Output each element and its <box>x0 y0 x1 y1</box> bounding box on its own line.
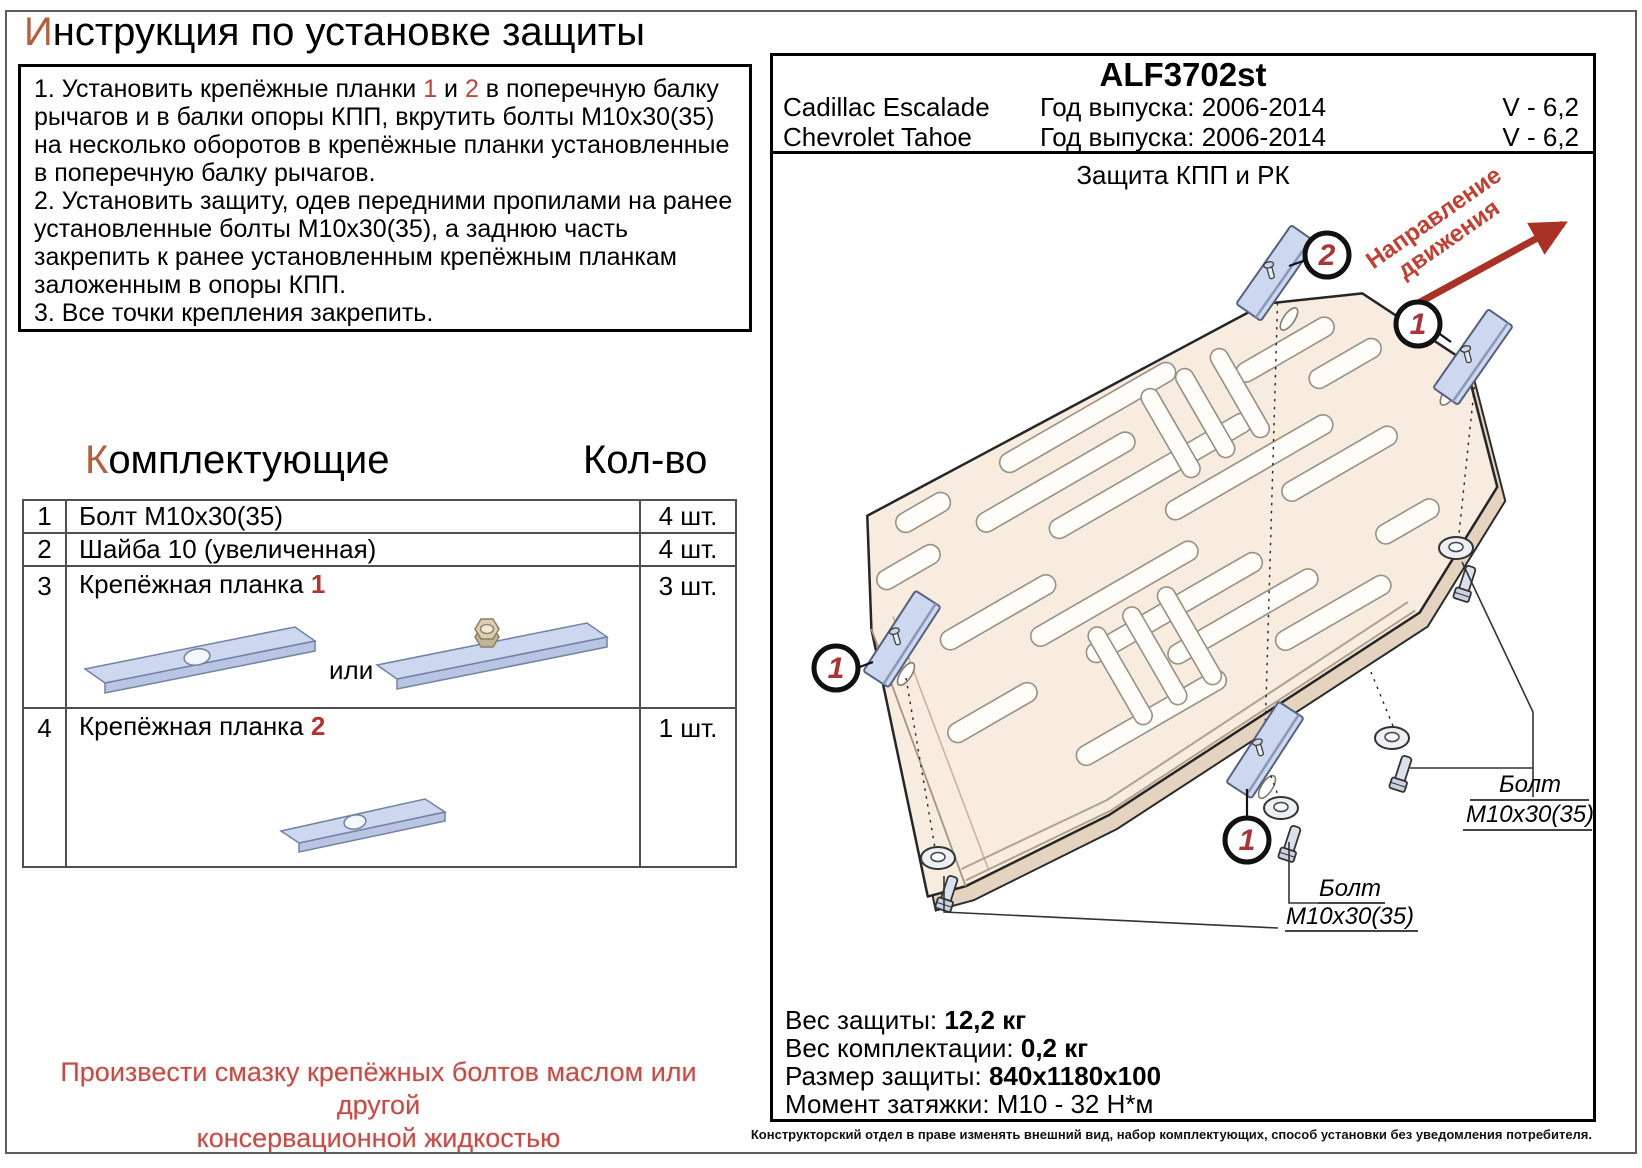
bolt-label-line1: Болт <box>1499 771 1561 798</box>
bolt-label-line1: Болт <box>1319 875 1381 902</box>
label-leader-lines <box>943 561 1534 929</box>
part-number: 3 <box>22 565 67 709</box>
part-name: Крепёжная планка <box>79 711 311 741</box>
parts-section-title: Комплектующие <box>85 438 390 483</box>
part-name-ref: 1 <box>310 569 326 599</box>
parts-title-accent-letter: К <box>85 438 109 482</box>
part-name-cell: Крепёжная планка 2 <box>65 707 641 868</box>
bolt-label-bottom: Болт М10х30(35) <box>1285 875 1418 932</box>
assembly-axis-lines <box>905 286 1477 849</box>
specs-block: Вес защиты: 12,2 кг Вес комплектации: 0,… <box>785 1006 1161 1118</box>
part-qty: 3 шт. <box>639 565 737 709</box>
product-code: ALF3702st <box>1099 56 1267 93</box>
step-1: 1. Установить крепёжные планки 1 и 2 в п… <box>34 75 736 187</box>
spec-line: Вес защиты: 12,2 кг <box>785 1006 1161 1034</box>
page-title: Инструкция по установке защиты <box>24 10 645 55</box>
page-border <box>5 10 1637 1154</box>
callout-number: 1 <box>1410 308 1427 341</box>
step-2-text: 2. Установить защиту, одев передними про… <box>34 187 733 299</box>
drawing-title: Защита КПП и РК <box>1076 160 1290 190</box>
vehicle-engine: V - 6,2 <box>1502 92 1579 122</box>
vehicle-engine: V - 6,2 <box>1502 122 1579 152</box>
table-row: 4 Крепёжная планка 2 1 шт. <box>22 707 737 868</box>
spec-label: Момент затяжки: <box>785 1089 997 1119</box>
callout-connectors <box>856 258 1452 819</box>
or-label: или <box>329 655 374 685</box>
manufacturer-disclaimer: Конструкторский отдел в праве изменять в… <box>750 1127 1592 1142</box>
step-1-ref-2: 2 <box>464 75 479 103</box>
vehicle-years: Год выпуска: 2006-2014 <box>1039 92 1327 122</box>
vehicle-model: Cadillac Escalade <box>783 92 990 122</box>
product-panel: ALF3702st Cadillac Escalade Год выпуска:… <box>770 53 1596 1122</box>
step-3: 3. Все точки крепления закрепить. <box>34 299 736 327</box>
callout-badge-strap1-top: 1 <box>1393 299 1443 349</box>
bolt-washer-assembly <box>1263 796 1305 864</box>
part-name-cell: Крепёжная планка 1 или <box>65 565 641 709</box>
spec-value: 840x1180x100 <box>988 1061 1162 1091</box>
callout-badge-strap1-bottom: 1 <box>1222 815 1272 865</box>
installation-steps-box: 1. Установить крепёжные планки 1 и 2 в п… <box>18 64 752 332</box>
spec-value: 12,2 кг <box>944 1005 1027 1035</box>
part-name: Шайба 10 (увеличенная) <box>65 532 641 567</box>
parts-title-text: омплектующие <box>108 438 390 482</box>
step-3-text: 3. Все точки крепления закрепить. <box>34 299 434 327</box>
mounting-plate-1-nut-image <box>375 618 609 690</box>
step-1-text: и <box>437 75 465 103</box>
part-number: 4 <box>22 707 67 868</box>
vent-slots <box>876 316 1440 767</box>
part-name: Болт М10х30(35) <box>65 499 641 534</box>
callout-number: 2 <box>1318 239 1336 272</box>
callout-number: 1 <box>1239 824 1256 857</box>
bolt-label-right: Болт М10х30(35) <box>1463 771 1593 831</box>
callout-number: 1 <box>828 652 845 685</box>
bolt-label-line2: М10х30(35) <box>1286 903 1414 930</box>
spec-line: Момент затяжки: М10 - 32 Н*м <box>785 1090 1161 1118</box>
step-1-ref-1: 1 <box>423 75 438 103</box>
table-row: 3 Крепёжная планка 1 <box>22 565 737 709</box>
warning-line: Произвести смазку крепёжных болтов масло… <box>60 1057 697 1120</box>
title-text: нструкция по установке защиты <box>52 10 645 54</box>
callout-badge-strap2: 2 <box>1302 230 1352 280</box>
table-row: 2 Шайба 10 (увеличенная) 4 шт. <box>22 532 737 567</box>
header-divider <box>773 151 1593 154</box>
parts-table: 1 Болт М10х30(35) 4 шт. 2 Шайба 10 (увел… <box>22 499 737 868</box>
step-1-text: 1. Установить крепёжные планки <box>34 75 424 103</box>
vehicle-years: Год выпуска: 2006-2014 <box>1039 122 1327 152</box>
bolt-washer-assembly <box>1374 726 1416 794</box>
part-name-ref: 2 <box>310 711 326 741</box>
installation-diagram: Направление движения <box>811 162 1593 932</box>
callout-badge-strap1-left: 1 <box>811 643 861 693</box>
part-number: 1 <box>22 499 67 534</box>
part-name: Крепёжная планка <box>79 569 311 599</box>
spec-value: 0,2 кг <box>1020 1033 1089 1063</box>
warning-line: консервационной жидкостью <box>196 1123 561 1153</box>
spec-label: Размер защиты: <box>785 1061 989 1091</box>
bolt-label-line2: М10х30(35) <box>1466 801 1593 828</box>
mounting-plate-1-image <box>83 626 317 694</box>
table-row: 1 Болт М10х30(35) 4 шт. <box>22 499 737 534</box>
lubrication-warning: Произвести смазку крепёжных болтов масло… <box>22 1056 735 1155</box>
qty-column-header: Кол-во <box>583 438 708 482</box>
part-qty: 4 шт. <box>639 532 737 567</box>
weld-nut-icon <box>474 618 500 648</box>
spec-line: Размер защиты: 840x1180x100 <box>785 1062 1161 1090</box>
direction-of-travel-arrow: Направление движения <box>1361 162 1568 310</box>
part-qty: 4 шт. <box>639 499 737 534</box>
spec-label: Вес комплектации: <box>785 1033 1021 1063</box>
step-2: 2. Установить защиту, одев передними про… <box>34 187 736 299</box>
spec-label: Вес защиты: <box>785 1005 945 1035</box>
spec-line: Вес комплектации: 0,2 кг <box>785 1034 1161 1062</box>
title-accent-letter: И <box>24 10 53 54</box>
skid-plate <box>866 292 1507 912</box>
part-number: 2 <box>22 532 67 567</box>
spec-value: М10 - 32 Н*м <box>996 1089 1154 1119</box>
part-qty: 1 шт. <box>639 707 737 868</box>
step-1-text: в поперечную балку рычагов и в балки опо… <box>34 75 730 187</box>
vehicle-model: Chevrolet Tahoe <box>783 122 972 152</box>
mounting-plate-2-image <box>279 798 447 853</box>
